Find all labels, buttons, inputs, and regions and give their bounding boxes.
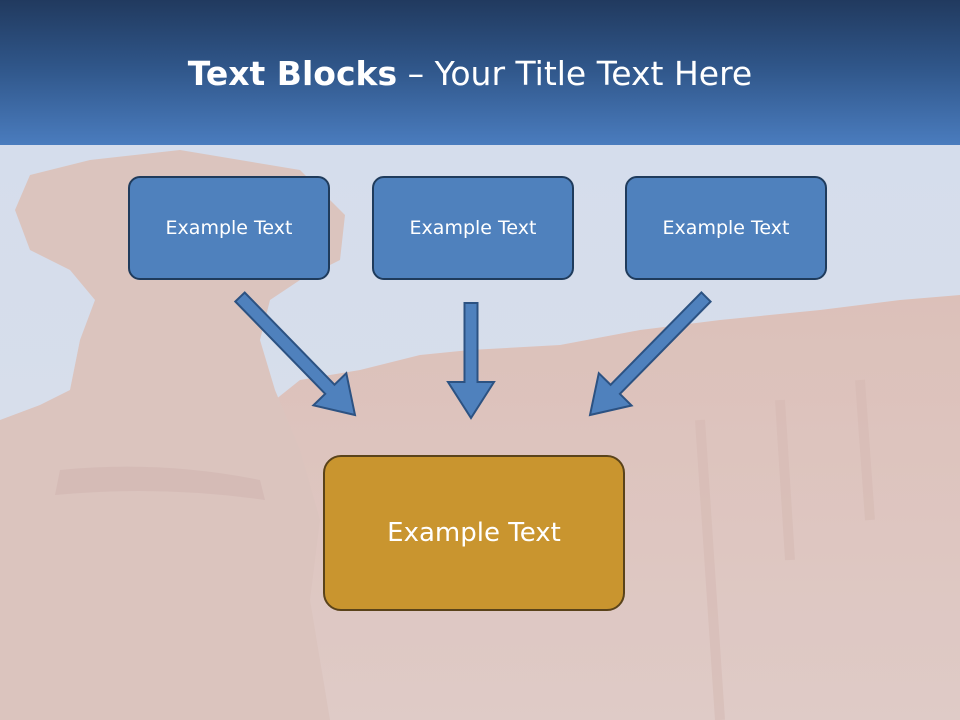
slide-title: Text Blocks – Your Title Text Here [0, 52, 940, 96]
top-box-right[interactable]: Example Text [625, 176, 827, 280]
title-bar: Text Blocks – Your Title Text Here [0, 0, 960, 145]
top-box-left-label: Example Text [165, 217, 293, 239]
title-bold-part: Text Blocks [187, 54, 398, 93]
title-dash: – [397, 54, 435, 93]
top-box-center-label: Example Text [409, 217, 537, 239]
arrow-from-center-box [446, 302, 496, 420]
title-rest: Your Title Text Here [434, 54, 753, 93]
hoodoo-shape [0, 150, 345, 720]
bottom-box-label: Example Text [387, 518, 561, 548]
arrow-from-right-box [588, 290, 713, 417]
top-box-left[interactable]: Example Text [128, 176, 330, 280]
bottom-box[interactable]: Example Text [323, 455, 625, 611]
top-box-right-label: Example Text [662, 217, 790, 239]
top-box-center[interactable]: Example Text [372, 176, 574, 280]
arrow-from-left-box [233, 291, 357, 417]
